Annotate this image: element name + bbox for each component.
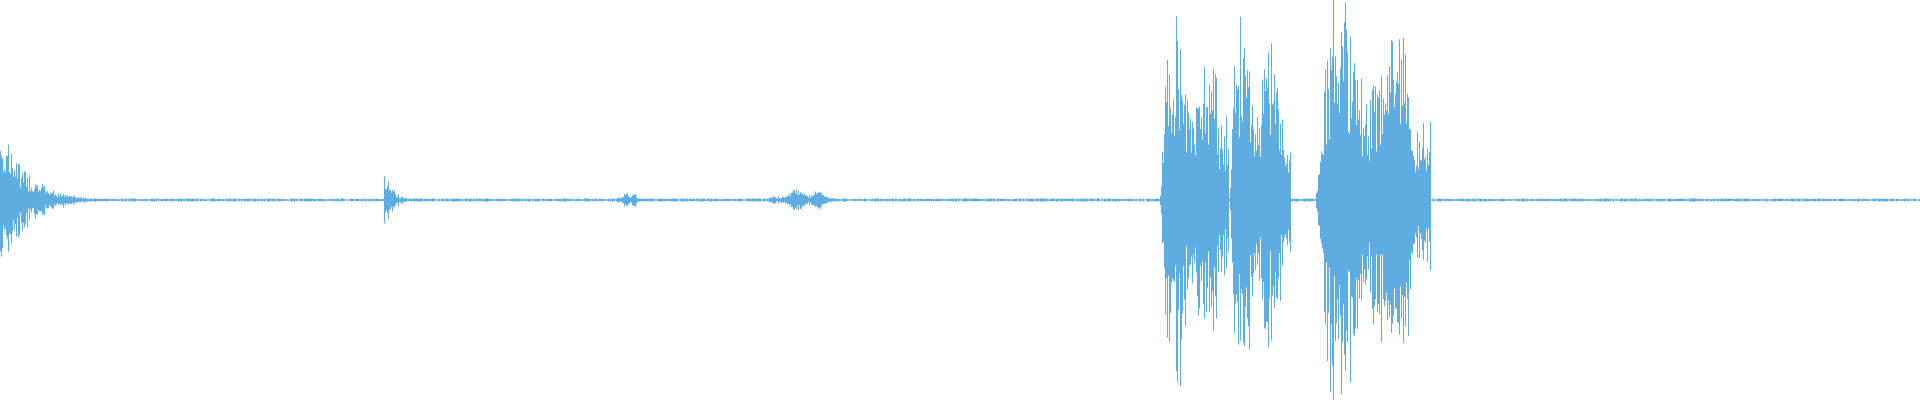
audio-waveform[interactable]	[0, 0, 1920, 400]
waveform-svg	[0, 0, 1920, 400]
waveform-path	[0, 0, 1920, 400]
waveform-bars	[0, 0, 1920, 400]
